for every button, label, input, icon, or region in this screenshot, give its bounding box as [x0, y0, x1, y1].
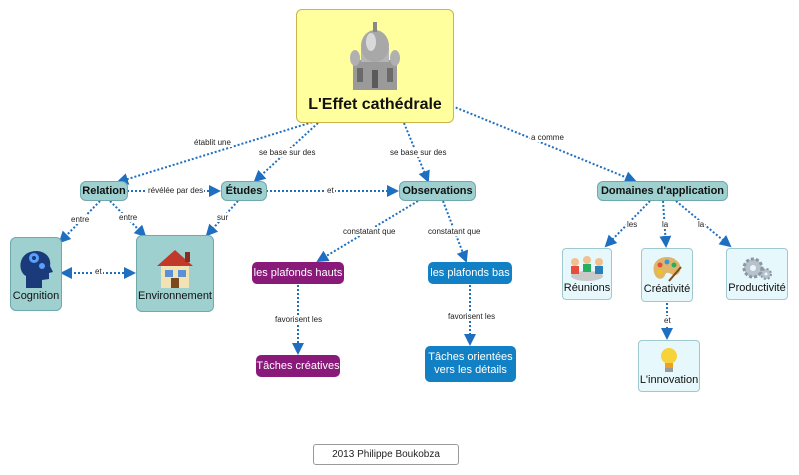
label-revelee-par-des: révélée par des: [147, 186, 205, 195]
root-title: L'Effet cathédrale: [308, 96, 442, 113]
cognition-label: Cognition: [12, 290, 60, 302]
node-environnement[interactable]: Environnement: [136, 235, 214, 312]
house-icon: [157, 249, 193, 288]
environnement-label: Environnement: [138, 289, 212, 302]
label-et-creativite-innovation: et: [663, 316, 672, 325]
label-a-comme: a comme: [530, 133, 565, 142]
node-plafonds-hauts[interactable]: les plafonds hauts: [252, 262, 344, 284]
label-entre-1: entre: [70, 215, 91, 224]
node-productivite[interactable]: Productivité: [726, 248, 788, 300]
label-entre-2: entre: [118, 213, 139, 222]
node-creativite[interactable]: Créativité: [641, 248, 693, 302]
credit-box: 2013 Philippe Boukobza: [313, 444, 459, 465]
link-root-relation: [116, 120, 317, 185]
label-favorisent-les-2: favorisent les: [447, 312, 497, 321]
node-domaines[interactable]: Domaines d'application: [597, 181, 728, 201]
label-et-cognition-environnement: et: [94, 267, 103, 276]
label-les: les: [626, 220, 639, 229]
meeting-people-icon: [571, 256, 603, 281]
label-favorisent-les-1: favorisent les: [274, 315, 324, 324]
label-la-2: la: [697, 220, 706, 229]
label-et-etudes-observations: et: [326, 186, 335, 195]
link-root-observations: [403, 122, 430, 183]
label-se-base-sur-des-2: se base sur des: [389, 148, 448, 157]
cathedral-icon: [350, 22, 400, 90]
label-sur: sur: [216, 213, 230, 222]
lightbulb-icon: [661, 348, 677, 372]
head-gears-icon: [20, 250, 53, 288]
reunions-label: Réunions: [563, 282, 611, 294]
innovation-label: L'innovation: [639, 374, 699, 386]
node-plafonds-bas[interactable]: les plafonds bas: [428, 262, 512, 284]
label-se-base-sur-des-1: se base sur des: [258, 148, 317, 157]
creativite-label: Créativité: [643, 283, 691, 295]
label-la-1: la: [661, 220, 670, 229]
link-root-domaines: [451, 105, 637, 183]
palette-icon: [653, 257, 682, 282]
link-domaines-reunions: [604, 200, 651, 248]
node-observations[interactable]: Observations: [399, 181, 476, 201]
node-innovation[interactable]: L'innovation: [638, 340, 700, 392]
node-taches-creatives[interactable]: Tâches créatives: [256, 355, 340, 377]
node-etudes[interactable]: Études: [221, 181, 267, 201]
label-constatant-que-2: constatant que: [427, 227, 482, 236]
node-cognition[interactable]: Cognition: [10, 237, 62, 311]
root-node[interactable]: L'Effet cathédrale: [296, 9, 454, 123]
label-etablit-une: établit une: [193, 138, 232, 147]
node-taches-details[interactable]: Tâches orientées vers les détails: [425, 346, 516, 382]
gears-icon: [742, 257, 772, 280]
node-reunions[interactable]: Réunions: [562, 248, 612, 300]
productivite-label: Productivité: [728, 282, 786, 294]
node-relation[interactable]: Relation: [80, 181, 128, 201]
link-observations-plafonds-hauts: [316, 200, 419, 263]
link-domaines-creativite: [659, 200, 672, 248]
label-constatant-que-1: constatant que: [342, 227, 397, 236]
